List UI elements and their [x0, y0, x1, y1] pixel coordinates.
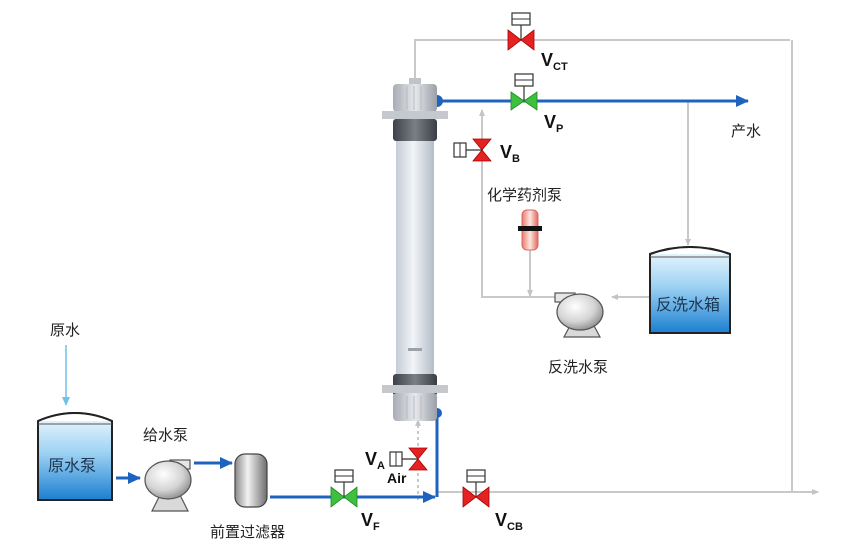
pre-filter-label: 前置过滤器 — [210, 523, 286, 541]
valve-vf-label: VF — [361, 510, 380, 533]
raw-water-tank — [37, 412, 113, 501]
valve-vp-sub: P — [556, 123, 564, 135]
concentrate-return-pipe — [412, 39, 790, 88]
valve-vp-icon[interactable] — [510, 73, 538, 111]
uf-membrane-column — [382, 78, 448, 421]
valve-vct-icon[interactable] — [507, 12, 535, 51]
backwash-pump-icon — [554, 292, 604, 338]
valve-vcb-main: V — [495, 510, 508, 530]
valve-vf-icon[interactable] — [330, 469, 358, 508]
backwash-tank — [649, 246, 731, 334]
pre-filter-icon — [234, 453, 268, 508]
raw-water-tank-label: 原水泵 — [48, 456, 97, 475]
valve-vcb-sub: CB — [507, 521, 523, 533]
valve-vb-icon[interactable] — [453, 138, 492, 162]
raw-water-label: 原水 — [50, 321, 81, 339]
valve-vct-main: V — [541, 50, 554, 70]
valve-vcb-label: VCB — [495, 510, 523, 533]
valve-vcb-icon[interactable] — [462, 469, 490, 508]
feed-pump-icon — [144, 459, 192, 512]
valve-vb-sub: B — [512, 153, 520, 165]
valve-va-main: V — [365, 449, 378, 469]
chemical-pump-label: 化学药剂泵 — [487, 186, 563, 204]
product-water-label: 产水 — [731, 122, 762, 140]
feed-pump-label: 给水泵 — [143, 426, 189, 444]
backwash-tank-label: 反洗水箱 — [656, 295, 721, 314]
valve-vp-label: VP — [544, 112, 563, 135]
backwash-pump-to-column-pipe — [479, 109, 555, 298]
backwash-pump-label: 反洗水泵 — [548, 358, 609, 376]
valve-va-icon[interactable] — [389, 447, 428, 471]
aux-pipes — [412, 39, 819, 500]
valve-vb-label: VB — [500, 142, 520, 165]
valve-va-sub: A — [377, 460, 385, 472]
valve-vct-label: VCT — [541, 50, 568, 73]
chemical-pump-icon — [518, 209, 542, 251]
valve-vb-main: V — [500, 142, 513, 162]
air-label: Air — [387, 470, 407, 486]
valve-va-label: VA — [365, 449, 385, 472]
valve-vf-main: V — [361, 510, 374, 530]
valve-vf-sub: F — [373, 521, 380, 533]
valve-vct-sub: CT — [553, 61, 568, 73]
valve-vp-main: V — [544, 112, 557, 132]
